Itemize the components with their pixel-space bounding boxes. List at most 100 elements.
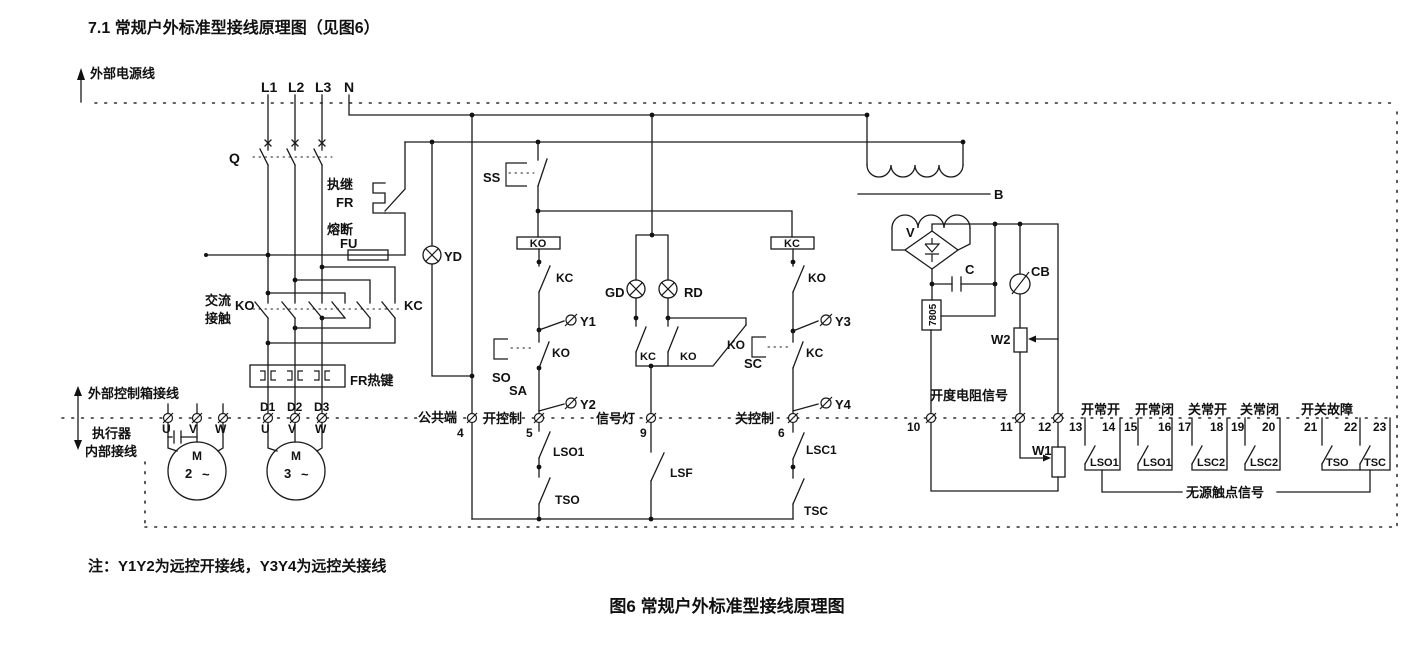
- transformer-label: B: [994, 187, 1003, 202]
- ss-switch-label: SS: [483, 170, 501, 185]
- ac-contactor: 交流 接触 KO KC: [205, 264, 423, 414]
- common-terminal-label: 公共端: [418, 410, 457, 425]
- thermal-element-symbol: [372, 182, 386, 214]
- wiper-arrow-icon: [1043, 454, 1051, 462]
- feedback-section: B V C 7805 10 CB W2 11 W1 12 开度电阻信号: [857, 164, 1066, 492]
- breaker-q-label: Q: [229, 150, 240, 166]
- thermal-relay-label: FR: [336, 195, 354, 210]
- motor2-m-label: M: [192, 449, 202, 463]
- common-branch: YD: [422, 114, 475, 520]
- contactor-name2-label: 接触: [205, 311, 231, 326]
- resistance-signal-label: 开度电阻信号: [930, 388, 1008, 403]
- phase-n-label: N: [344, 79, 354, 95]
- motor2-number-label: 2: [185, 466, 192, 481]
- thermal-overload: FR热键 D1 D2 D3: [249, 364, 393, 414]
- terminal-21: 21: [1304, 420, 1318, 434]
- contact-lso1-a: LSO1: [1090, 457, 1119, 469]
- stop-switch-branch: SS: [483, 141, 793, 238]
- internal-wiring-label: 内部接线: [85, 444, 137, 459]
- w1-pot-box: [1051, 446, 1066, 478]
- terminal-d2-label: D2: [287, 400, 303, 414]
- thermal-element-label: FR热键: [350, 373, 393, 388]
- y1-terminal-label: Y1: [580, 314, 596, 329]
- page-title: 7.1 常规户外标准型接线原理图（见图6）: [88, 18, 380, 37]
- motor-m3: M 3 ~ U V W: [261, 422, 327, 501]
- close-terminal-label: 关控制: [735, 411, 774, 426]
- fuse-symbol: [347, 249, 389, 261]
- y4-terminal-label: Y4: [835, 397, 852, 412]
- motor2-w-label: W: [215, 422, 227, 436]
- ko-interlock-label: KO: [808, 271, 826, 285]
- close-control-column: KC KO Y3 KO SC KC Y4 LSC1 TSC: [727, 236, 852, 520]
- terminal-22: 22: [1344, 420, 1358, 434]
- lsf-contact-label: LSF: [670, 466, 693, 480]
- ko-coil-label: KO: [530, 238, 547, 250]
- lamp-kc-contact-label: KC: [640, 351, 656, 363]
- terminal-13: 13: [1069, 420, 1083, 434]
- open-control-column: KO KC Y1 SO SA KO Y2 LSO1 TSO: [492, 236, 596, 520]
- terminal-d3-label: D3: [314, 400, 330, 414]
- phase-l3-label: L3: [315, 79, 332, 95]
- yd-lamp-label: YD: [444, 249, 462, 264]
- kc-coil-label: KC: [784, 238, 800, 250]
- relay-fuse-branch: 执继 FR 熔断 FU: [204, 139, 966, 261]
- passive-signal-label: 无源触点信号: [1185, 485, 1264, 500]
- open-terminal-number: 5: [526, 426, 533, 440]
- control-terminals: 公共端 4 开控制 5 信号灯 9 关控制 6: [418, 410, 785, 440]
- transformer-primary-coil: [866, 164, 964, 178]
- down-arrow-icon: [74, 440, 82, 450]
- close-terminal-number: 6: [778, 426, 785, 440]
- y2-terminal-label: Y2: [580, 397, 596, 412]
- gd-lamp-label: GD: [605, 285, 625, 300]
- figure-caption: 图6 常规户外标准型接线原理图: [609, 596, 844, 616]
- terminal-circles: [162, 412, 1064, 424]
- motor2-u-label: U: [162, 422, 171, 436]
- contact-lsc2-b: LSC2: [1250, 457, 1278, 469]
- terminal-16: 16: [1158, 420, 1172, 434]
- kc-interlock-label: KC: [556, 271, 574, 285]
- w2-label: W2: [991, 332, 1011, 347]
- contactor-ko-label: KO: [235, 298, 255, 313]
- terminal-11-number: 11: [1000, 420, 1013, 434]
- motor3-w-label: W: [315, 422, 327, 436]
- terminal-12-number: 12: [1038, 420, 1052, 434]
- signal-terminal-number: 9: [640, 426, 647, 440]
- rectifier-label: V: [906, 225, 915, 240]
- so-button-label: SO: [492, 370, 511, 385]
- terminal-d1-label: D1: [260, 400, 276, 414]
- thermal-relay-name-label: 执继: [327, 177, 353, 192]
- zone-labels: 外部电源线 外部控制箱接线 执行器 内部接线: [74, 66, 179, 459]
- tso-contact-label: TSO: [555, 493, 580, 507]
- terminal-23: 23: [1373, 420, 1387, 434]
- sa-ko-contact-label: KO: [552, 346, 570, 360]
- motor3-m-label: M: [291, 449, 301, 463]
- phase-l2-label: L2: [288, 79, 305, 95]
- signal-terminal-label: 信号灯: [596, 411, 635, 426]
- phase-l1-label: L1: [261, 79, 278, 95]
- transformer-secondary-coil: [891, 214, 971, 229]
- header-open-no: 开常开: [1081, 402, 1120, 417]
- w2-pot-box: [1013, 327, 1028, 353]
- motor3-number-label: 3: [284, 466, 291, 481]
- contact-tsc: TSC: [1364, 457, 1386, 469]
- motor3-u-label: U: [261, 422, 270, 436]
- wiper-arrow-icon: [1028, 335, 1036, 343]
- terminal-10-number: 10: [907, 420, 921, 434]
- motor2-ac-symbol: ~: [202, 467, 210, 482]
- tsc-contact-label: TSC: [804, 504, 828, 518]
- motor-m2: M 2 ~ U V W: [162, 403, 227, 501]
- y3-terminal-label: Y3: [835, 314, 851, 329]
- motor3-v-label: V: [288, 422, 296, 436]
- capacitor-label: C: [965, 262, 975, 277]
- header-fault: 开关故障: [1301, 402, 1353, 417]
- contact-tso: TSO: [1326, 457, 1349, 469]
- terminal-17: 17: [1178, 420, 1192, 434]
- lso1-contact-label: LSO1: [553, 445, 585, 459]
- sc-button-label: SC: [744, 356, 763, 371]
- contact-lso1-b: LSO1: [1143, 457, 1172, 469]
- note-text: 注：Y1Y2为远控开接线，Y3Y4为远控关接线: [88, 557, 386, 575]
- open-terminal-label: 开控制: [483, 411, 522, 426]
- contactor-name1-label: 交流: [205, 293, 231, 308]
- regulator-label: 7805: [928, 303, 939, 326]
- incoming-power: L1 L2 L3 N Q: [229, 79, 870, 304]
